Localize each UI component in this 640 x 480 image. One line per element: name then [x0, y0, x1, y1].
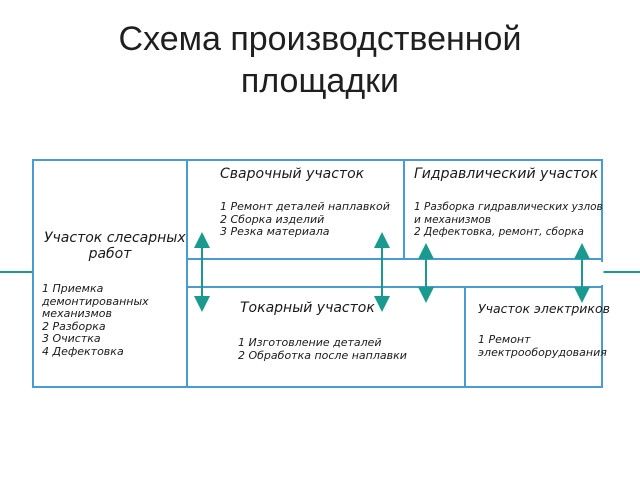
zone-gidro-title: Гидравлический участок	[414, 166, 599, 182]
zone-elektro-items: 1 Ремонт электрооборудования	[478, 333, 607, 359]
list-item: и механизмов	[414, 213, 491, 226]
zone-slesar-items: 1 Приемка демонтированных механизмов 2 Р…	[42, 282, 149, 358]
list-item: 1 Ремонт деталей наплавкой	[220, 200, 390, 213]
list-item: демонтированных	[42, 294, 149, 308]
zone-elektro-title: Участок электриков	[478, 301, 610, 316]
list-item: 3 Очистка	[42, 332, 101, 345]
page-title: Схема производственной площадки	[0, 18, 640, 102]
list-item: 2 Разборка	[42, 319, 106, 333]
zone-svarka-items: 1 Ремонт деталей наплавкой 2 Сборка изде…	[220, 200, 390, 239]
list-item: 2 Дефектовка, ремонт, сборка	[414, 226, 584, 238]
title-line-1: Схема производственной	[118, 20, 522, 58]
list-item: 3 Резка материала	[220, 225, 330, 238]
list-item: электрооборудования	[478, 345, 607, 359]
zone-slesar-title: Участок слесарных работ	[44, 230, 186, 262]
list-item: 1 Приемка	[42, 282, 104, 295]
list-item: 2 Обработка после наплавки	[238, 348, 407, 362]
list-item: 1 Изготовление деталей	[238, 336, 382, 349]
list-item: 1 Разборка гидравлических узлов	[414, 201, 603, 213]
zone-tokar-title: Токарный участок	[240, 300, 375, 316]
zone-gidro-items: 1 Разборка гидравлических узлов и механи…	[414, 201, 603, 239]
zone-slesar-title-line-1: Участок слесарных	[44, 230, 186, 246]
zone-svarka-title: Сварочный участок	[220, 166, 365, 182]
list-item: 1 Ремонт	[478, 333, 531, 346]
list-item: 4 Дефектовка	[42, 344, 124, 358]
title-line-2: площадки	[240, 62, 400, 100]
zone-slesar-title-line-2: работ	[88, 246, 132, 262]
list-item: 2 Сборка изделий	[220, 212, 325, 226]
list-item: механизмов	[42, 307, 113, 320]
zone-tokar-items: 1 Изготовление деталей 2 Обработка после…	[238, 336, 407, 362]
